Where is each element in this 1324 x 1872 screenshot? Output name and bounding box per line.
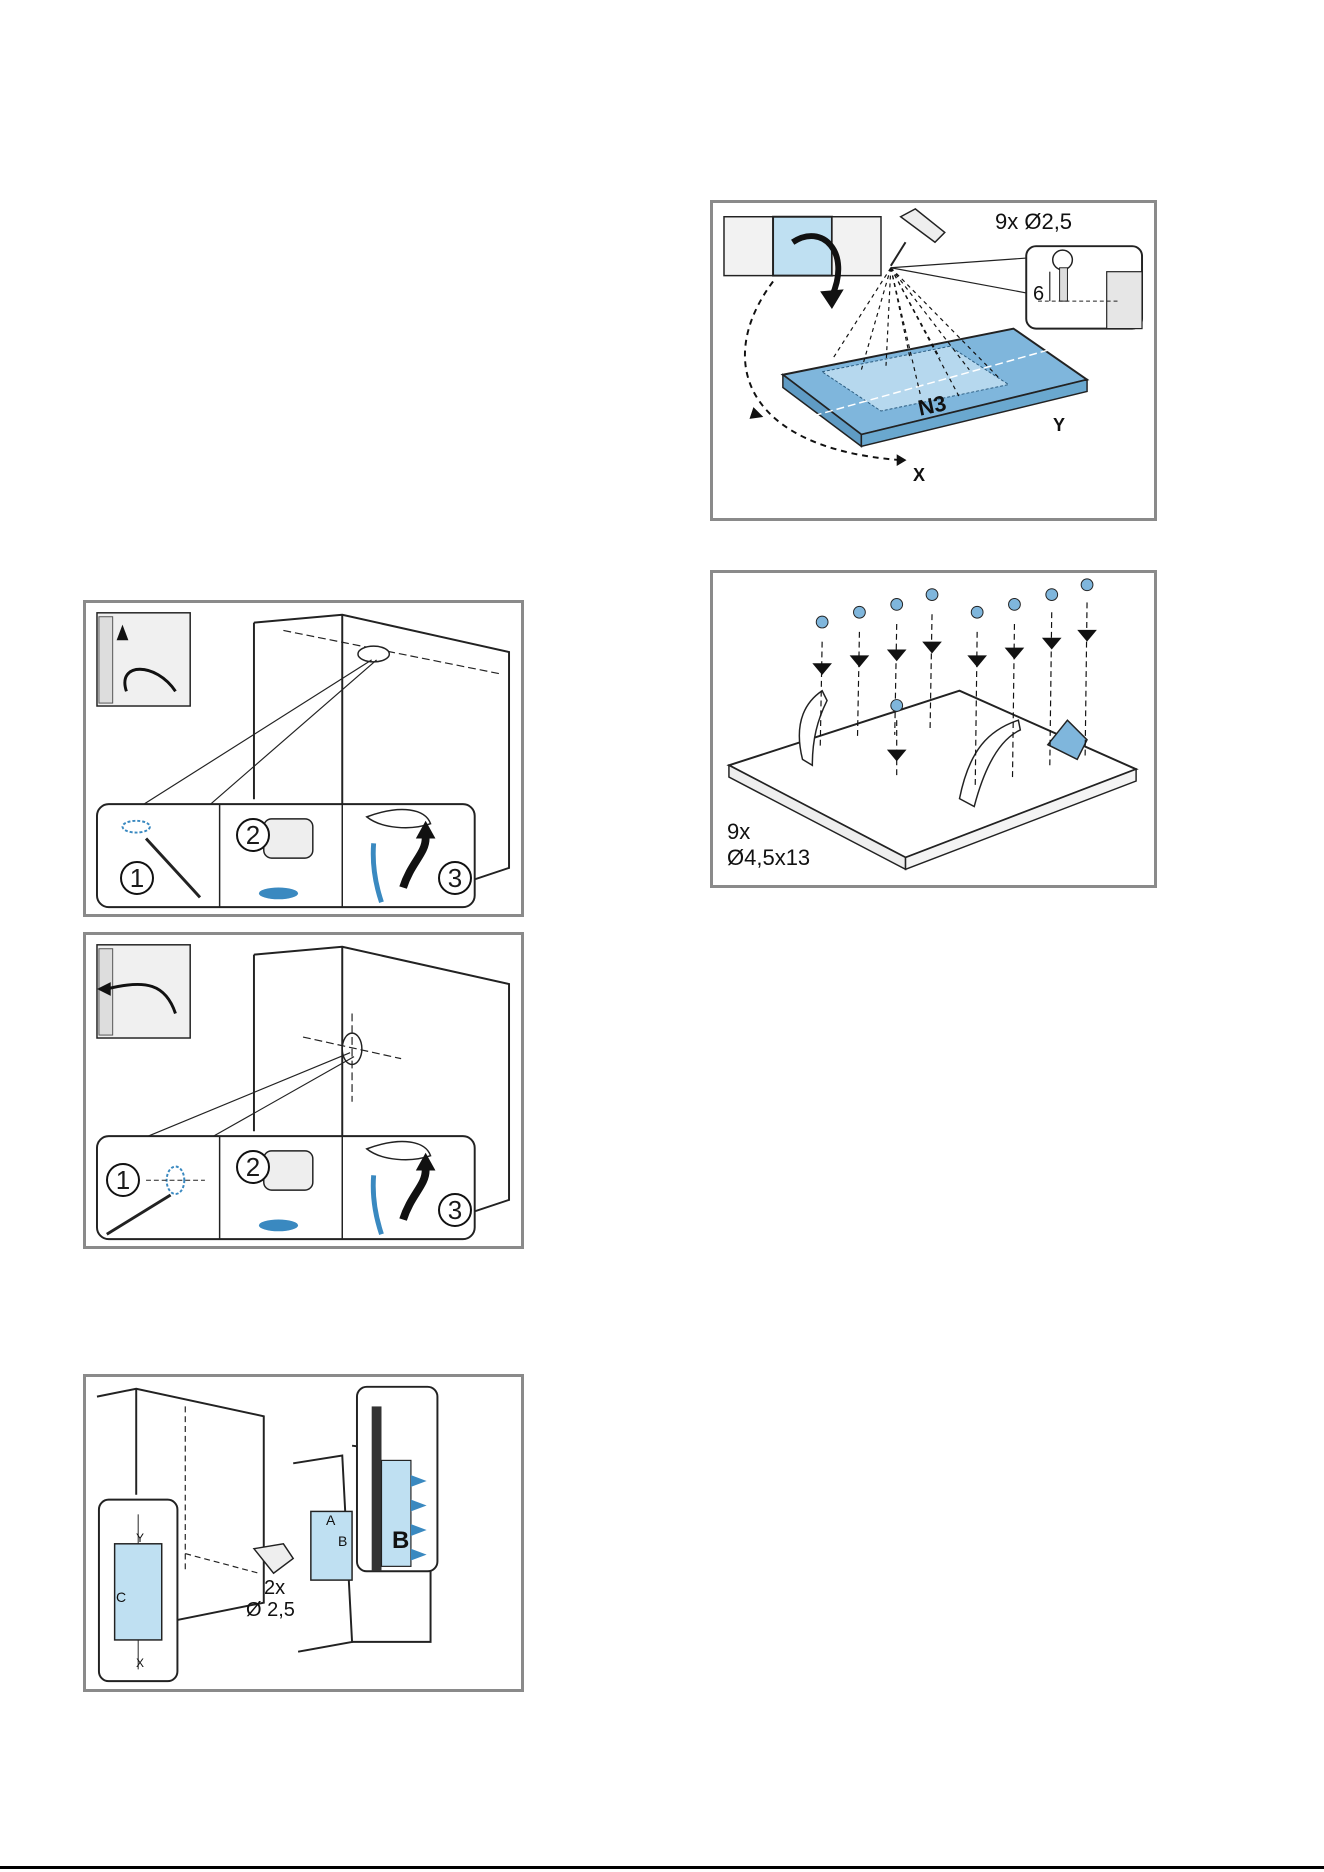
page-bottom-rule <box>0 1866 1324 1869</box>
dim-y-label: Y <box>1053 415 1065 436</box>
figure-screws: 9x Ø4,5x13 <box>710 570 1157 888</box>
step-2-badge: 2 <box>236 818 270 852</box>
screw-size: Ø4,5x13 <box>727 845 810 870</box>
step-3-badge: 3 <box>438 861 472 895</box>
mark-b-large: B <box>392 1527 409 1555</box>
dim-y-label: Y <box>136 1532 144 1546</box>
step-1-badge: 1 <box>120 861 154 895</box>
drill-size: Ø 2,5 <box>246 1599 295 1622</box>
drill-label: 9x Ø2,5 <box>995 209 1072 234</box>
wall-mount-illustration <box>86 1377 521 1689</box>
screws-illustration <box>713 573 1154 885</box>
screw-count: 9x <box>727 819 750 844</box>
mark-a: A <box>326 1512 335 1528</box>
dim-x-label: X <box>913 465 925 486</box>
drill-count: 2x <box>264 1577 285 1600</box>
figure-drill-plate: 9x Ø2,5 6 N3 Y X <box>710 200 1157 521</box>
step-1-badge: 1 <box>106 1163 140 1197</box>
figure-cutout-top: 1 2 3 <box>83 600 524 917</box>
dim-x-label: X <box>136 1657 144 1671</box>
step-3-badge: 3 <box>438 1193 472 1227</box>
drill-plate-illustration <box>713 203 1154 518</box>
figure-wall-mount: 2x Ø 2,5 A B C B Y X <box>83 1374 524 1692</box>
mark-b: B <box>338 1533 347 1549</box>
depth-label: 6 <box>1033 283 1044 306</box>
mark-c: C <box>116 1589 126 1605</box>
figure-cutout-rear: 1 2 3 <box>83 932 524 1249</box>
step-2-badge: 2 <box>236 1150 270 1184</box>
